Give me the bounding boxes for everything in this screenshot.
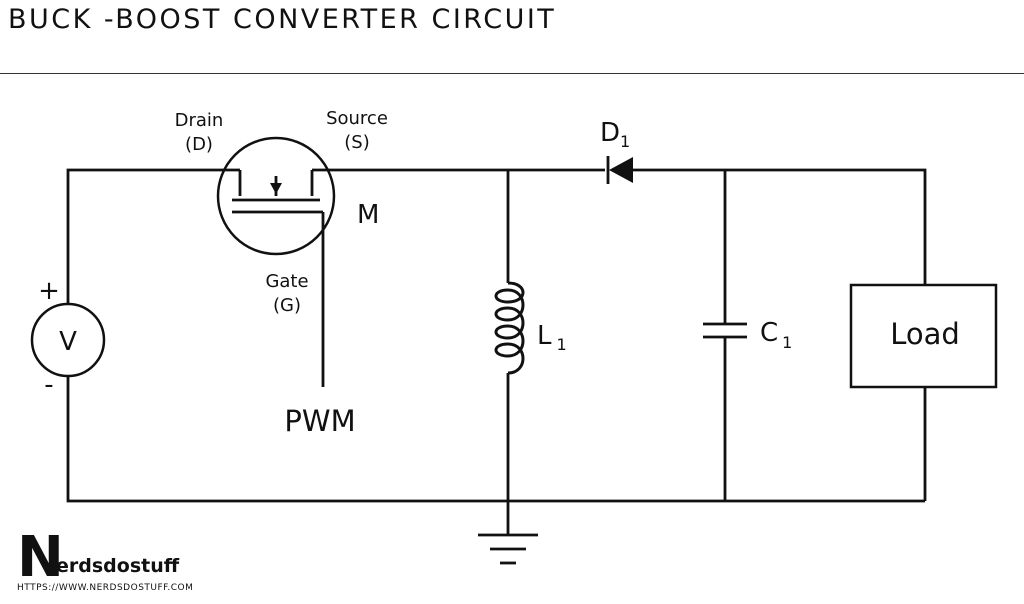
- page-title: BUCK -BOOST CONVERTER CIRCUIT: [8, 4, 557, 35]
- diode-subscript: 1: [620, 132, 630, 151]
- load-label: Load: [890, 317, 960, 351]
- mosfet-symbol: [216, 136, 336, 387]
- logo-text: erdsdostuff: [56, 555, 180, 577]
- minus-sign: -: [44, 370, 53, 400]
- logo-letter-n: N: [17, 530, 64, 580]
- inductor-coil: [494, 281, 525, 375]
- brand-url: HTTPS://WWW.NERDSDOSTUFF.COM: [17, 583, 194, 593]
- wire-left-bottom: [66, 376, 925, 503]
- brand-logo: N erdsdostuff: [17, 530, 180, 580]
- inductor-subscript: 1: [557, 335, 567, 354]
- inductor-letter: L: [537, 321, 552, 351]
- voltage-source-circle: [30, 302, 106, 378]
- source-label: Source: [326, 108, 388, 129]
- voltage-source: [30, 302, 106, 378]
- diode-triangle: [609, 157, 633, 183]
- diode-letter: D: [600, 118, 620, 148]
- diode-label: D1: [600, 118, 630, 151]
- wire-left-top: [66, 168, 240, 303]
- voltage-symbol: V: [59, 327, 77, 357]
- drain-abbr: (D): [185, 134, 213, 155]
- mosfet-arrow: [270, 183, 282, 194]
- mosfet-circle: [216, 136, 336, 256]
- title-divider: [0, 73, 1024, 74]
- capacitor-letter: C: [760, 318, 778, 348]
- drain-label: Drain: [175, 110, 224, 131]
- pwm-label: PWM: [284, 404, 355, 438]
- plus-sign: +: [38, 276, 60, 306]
- capacitor-subscript: 1: [782, 333, 792, 352]
- gate-abbr: (G): [273, 295, 301, 316]
- load-box: [849, 283, 998, 389]
- wire-top-rail-right: [633, 168, 927, 285]
- ground-symbol: [478, 533, 538, 565]
- diode-symbol: [606, 156, 633, 184]
- mosfet-designator: M: [357, 200, 379, 230]
- wires: [66, 168, 927, 534]
- capacitor-symbol: [703, 322, 747, 339]
- source-abbr: (S): [344, 132, 369, 153]
- gate-label: Gate: [265, 271, 308, 292]
